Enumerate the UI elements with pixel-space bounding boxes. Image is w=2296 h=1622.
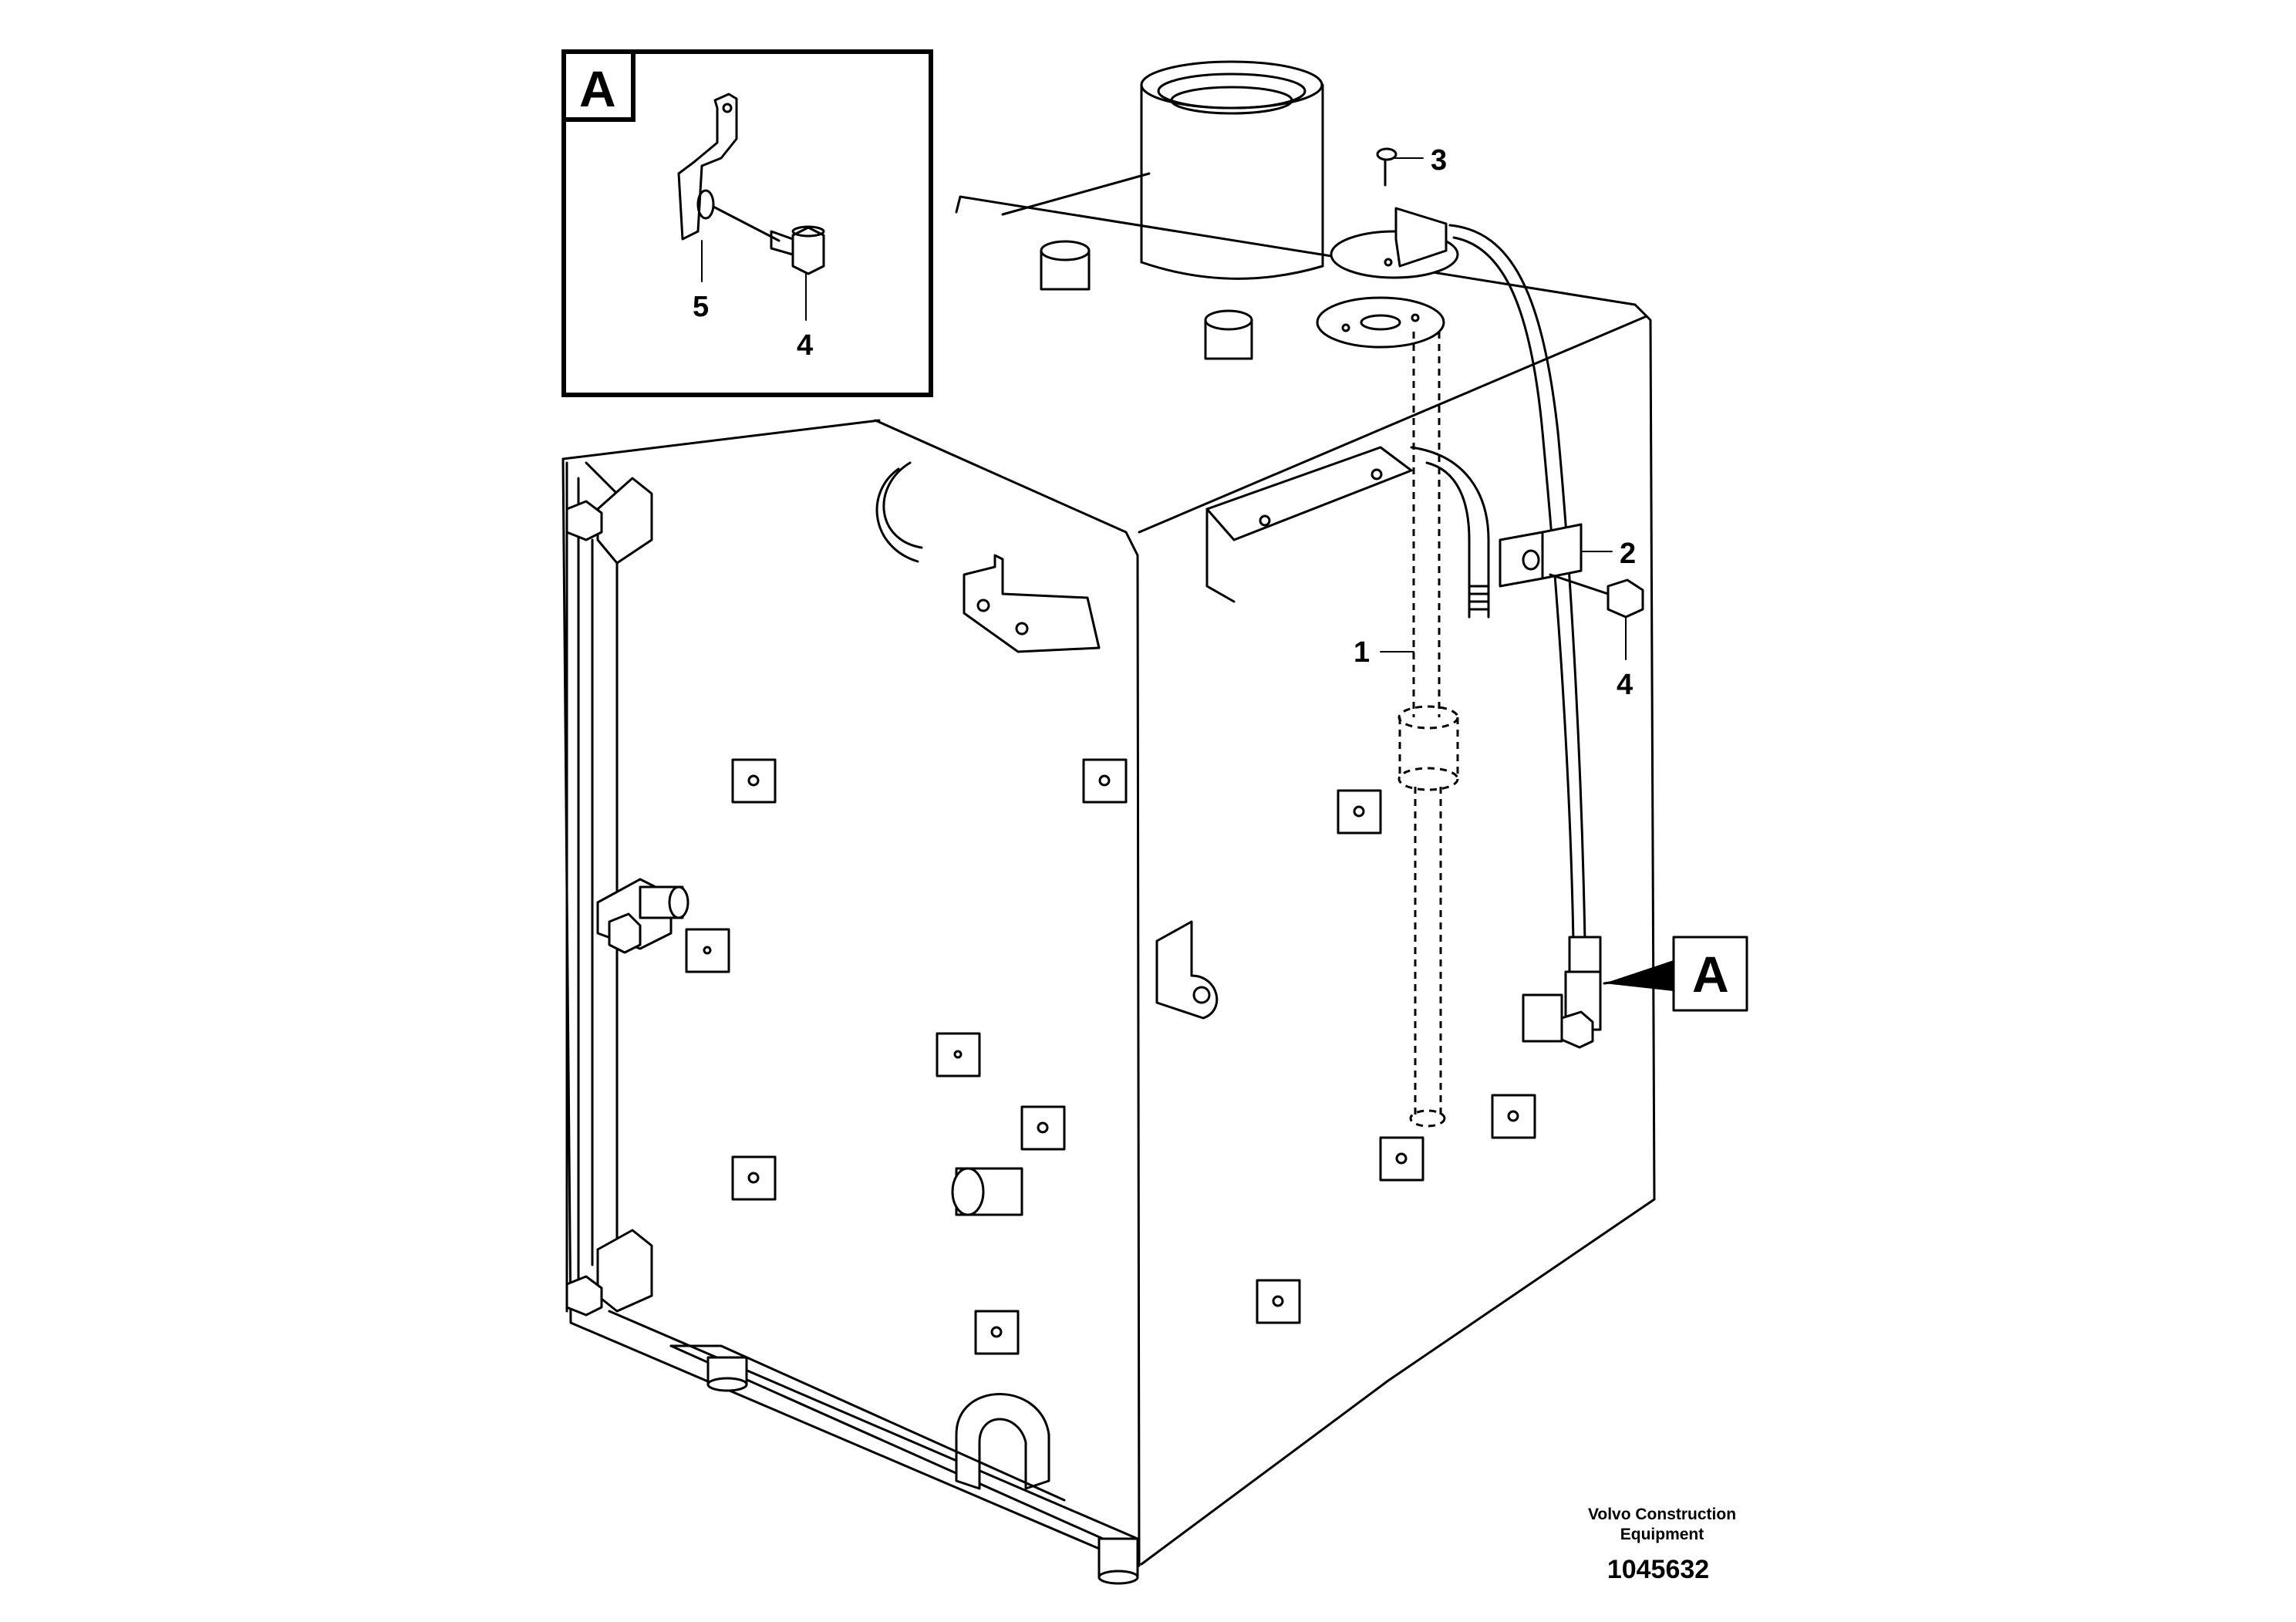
detail-letter: A (579, 60, 616, 117)
label-2: 2 (1620, 538, 1636, 570)
hook-loop (882, 461, 923, 549)
cable-connector (1522, 936, 1602, 1049)
callout-arrowhead (1604, 960, 1674, 991)
bolt (1549, 573, 1644, 619)
sensor-cable (1448, 224, 1586, 943)
footer: Volvo Construction Equipment 1045632 (1588, 1506, 1736, 1584)
sender-tube (1397, 332, 1459, 1128)
lug-b (1082, 758, 1128, 804)
lug-f (731, 1155, 777, 1201)
fuel-tank (561, 172, 1656, 1567)
top-boss-1 (1040, 240, 1091, 291)
lug-e (1020, 1105, 1066, 1151)
lug-d (936, 1032, 981, 1077)
bottom-strap (955, 1393, 1050, 1490)
frame-rod (565, 477, 673, 1317)
screw (1376, 147, 1397, 187)
detail-view-a: A 5 4 (561, 49, 933, 397)
top-boss-2 (1204, 309, 1253, 360)
drawing-number: 1045632 (1607, 1555, 1709, 1584)
label-1: 1 (1354, 636, 1370, 669)
lug-i (1379, 1136, 1424, 1182)
lug-k (1256, 1279, 1301, 1324)
lug-h (1337, 789, 1382, 835)
lug-j (1491, 1094, 1536, 1139)
detail-label-5: 5 (693, 291, 709, 323)
sender-flange (1316, 207, 1459, 349)
top-bracket (1205, 446, 1490, 619)
callout-box: A (1672, 936, 1748, 1012)
label-3: 3 (1431, 144, 1447, 177)
boss-side (951, 1167, 1023, 1216)
company-line-1: Volvo Construction (1588, 1506, 1736, 1523)
detail-bracket (677, 93, 738, 241)
side-bracket (963, 554, 1101, 653)
foot-right (1097, 1537, 1139, 1585)
lug-g (974, 1310, 1020, 1355)
lug-a (731, 758, 777, 804)
lug-c (685, 928, 730, 973)
boss-left (639, 885, 689, 919)
callout-letter: A (1692, 946, 1729, 1003)
cable-clamp (1499, 523, 1583, 588)
filler-neck (1140, 60, 1324, 280)
detail-bolt (712, 205, 825, 275)
foot-left (706, 1356, 748, 1392)
label-4: 4 (1617, 669, 1633, 701)
detail-label-4: 4 (797, 329, 813, 362)
company-line-2: Equipment (1620, 1526, 1704, 1543)
front-bracket (1155, 920, 1219, 1020)
